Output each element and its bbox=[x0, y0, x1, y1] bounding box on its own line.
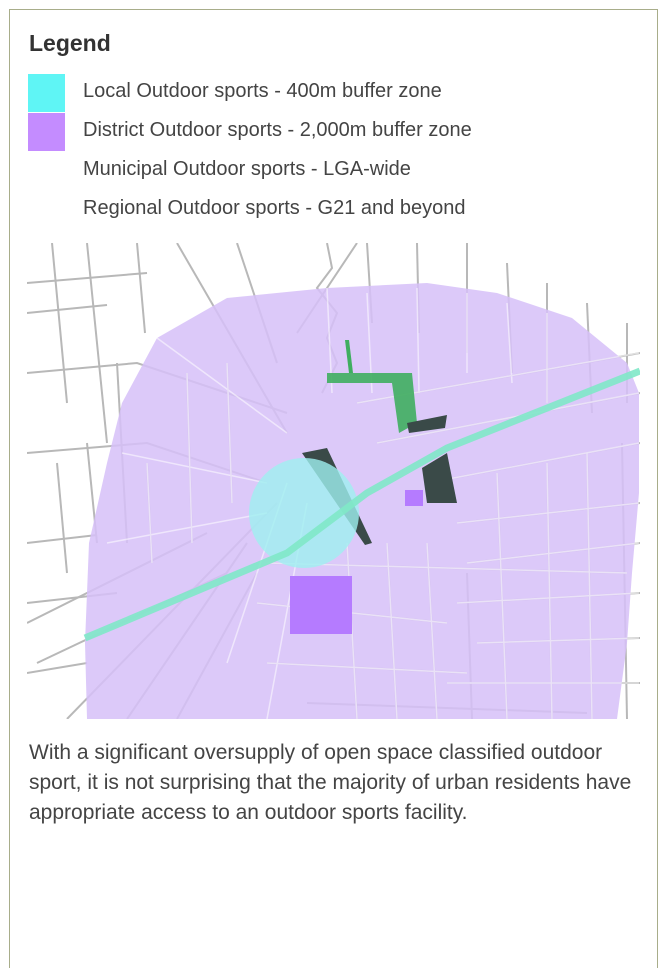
legend-label-district: District Outdoor sports - 2,000m buffer … bbox=[83, 119, 472, 141]
buffer-zone-map bbox=[27, 243, 640, 719]
dark-facility bbox=[422, 453, 457, 503]
green-space bbox=[327, 373, 417, 433]
legend-item-district: District Outdoor sports - 2,000m buffer … bbox=[10, 111, 650, 151]
legend-title: Legend bbox=[29, 30, 111, 56]
rail-line bbox=[83, 367, 640, 642]
legend-item-local: Local Outdoor sports - 400m buffer zone bbox=[10, 72, 650, 112]
map-svg bbox=[27, 243, 640, 719]
local-buffer-swatch bbox=[28, 74, 65, 112]
district-buffer-swatch bbox=[28, 113, 65, 151]
local-buffer-zone bbox=[249, 458, 359, 568]
district-facility bbox=[290, 576, 352, 634]
legend-panel: Legend Local Outdoor sports - 400m buffe… bbox=[9, 9, 658, 968]
road-network-overlay bbox=[106, 287, 640, 719]
caption-text: With a significant oversupply of open sp… bbox=[29, 741, 632, 824]
legend-label-local: Local Outdoor sports - 400m buffer zone bbox=[83, 80, 442, 102]
legend-label-municipal: Municipal Outdoor sports - LGA-wide bbox=[83, 158, 411, 180]
legend-item-municipal: Municipal Outdoor sports - LGA-wide bbox=[10, 150, 650, 186]
legend-item-regional: Regional Outdoor sports - G21 and beyond bbox=[10, 189, 650, 225]
legend-label-regional: Regional Outdoor sports - G21 and beyond bbox=[83, 197, 466, 219]
district-facility-small bbox=[405, 490, 423, 506]
